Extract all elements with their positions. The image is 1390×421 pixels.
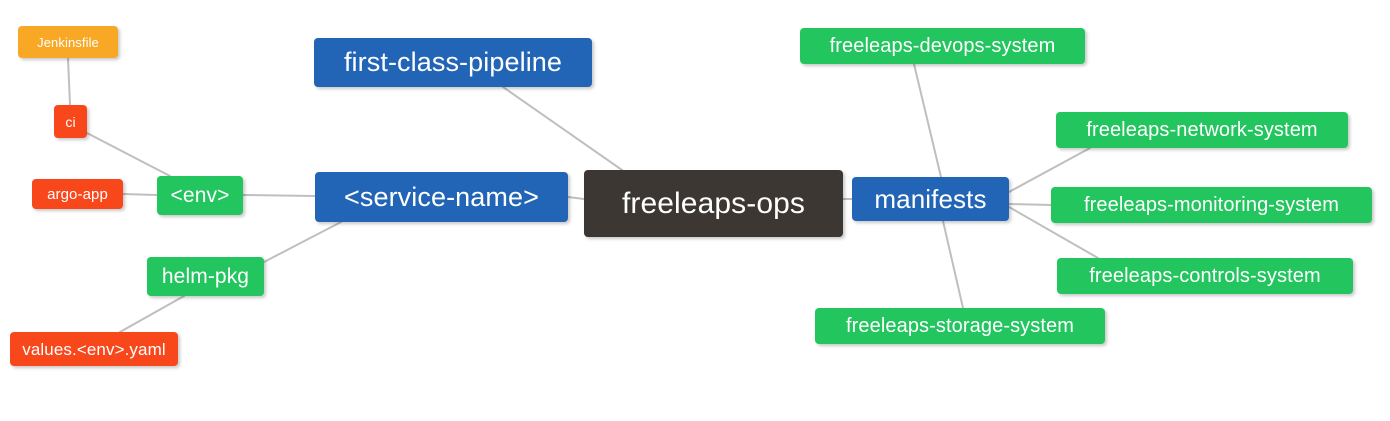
edge-argo-app-to-env xyxy=(122,193,158,196)
node-ci[interactable]: ci xyxy=(54,105,87,138)
edge-service-name-to-helm-pkg xyxy=(263,221,342,263)
node-label-first-class-pipeline: first-class-pipeline xyxy=(343,47,563,77)
node-label-freeleaps-controls-system: freeleaps-controls-system xyxy=(1089,265,1321,287)
node-argo-app[interactable]: argo-app xyxy=(32,179,123,209)
node-freeleaps-network-system[interactable]: freeleaps-network-system xyxy=(1056,112,1348,148)
edge-jenkinsfile-to-ci xyxy=(67,57,71,106)
edge-manifests-to-freeleaps-devops-system xyxy=(913,63,942,178)
node-label-env: <env> xyxy=(170,184,230,207)
node-label-argo-app: argo-app xyxy=(47,185,108,203)
edge-env-to-service-name xyxy=(242,194,316,197)
node-freeleaps-storage-system[interactable]: freeleaps-storage-system xyxy=(815,308,1105,344)
node-label-service-name: <service-name> xyxy=(344,181,539,212)
node-label-ci: ci xyxy=(65,113,76,130)
node-label-values-yaml: values.<env>.yaml xyxy=(22,339,166,359)
edge-first-class-pipeline-to-freeleaps-ops xyxy=(502,86,623,171)
node-label-helm-pkg: helm-pkg xyxy=(161,265,250,288)
node-label-freeleaps-storage-system: freeleaps-storage-system xyxy=(845,315,1075,337)
edge-manifests-to-freeleaps-monitoring-system xyxy=(1008,203,1052,206)
edge-manifests-to-freeleaps-storage-system xyxy=(942,220,964,309)
edge-ci-to-env xyxy=(86,132,171,177)
node-freeleaps-monitoring-system[interactable]: freeleaps-monitoring-system xyxy=(1051,187,1372,223)
node-label-jenkinsfile: Jenkinsfile xyxy=(37,34,99,50)
node-freeleaps-ops[interactable]: freeleaps-ops xyxy=(584,170,843,237)
edge-helm-pkg-to-values-yaml xyxy=(119,295,185,333)
node-jenkinsfile[interactable]: Jenkinsfile xyxy=(18,26,118,58)
node-values-yaml[interactable]: values.<env>.yaml xyxy=(10,332,178,366)
node-freeleaps-devops-system[interactable]: freeleaps-devops-system xyxy=(800,28,1085,64)
node-label-freeleaps-monitoring-system: freeleaps-monitoring-system xyxy=(1083,194,1339,216)
node-label-manifests: manifests xyxy=(874,184,987,214)
node-service-name[interactable]: <service-name> xyxy=(315,172,568,222)
node-helm-pkg[interactable]: helm-pkg xyxy=(147,257,264,296)
node-label-freeleaps-devops-system: freeleaps-devops-system xyxy=(829,35,1056,57)
node-first-class-pipeline[interactable]: first-class-pipeline xyxy=(314,38,592,87)
node-label-freeleaps-network-system: freeleaps-network-system xyxy=(1086,119,1318,141)
node-label-freeleaps-ops: freeleaps-ops xyxy=(621,186,806,220)
edge-service-name-to-freeleaps-ops xyxy=(567,196,585,200)
edge-manifests-to-freeleaps-network-system xyxy=(1008,147,1091,193)
node-manifests[interactable]: manifests xyxy=(852,177,1009,221)
node-env[interactable]: <env> xyxy=(157,176,243,215)
node-freeleaps-controls-system[interactable]: freeleaps-controls-system xyxy=(1057,258,1353,294)
